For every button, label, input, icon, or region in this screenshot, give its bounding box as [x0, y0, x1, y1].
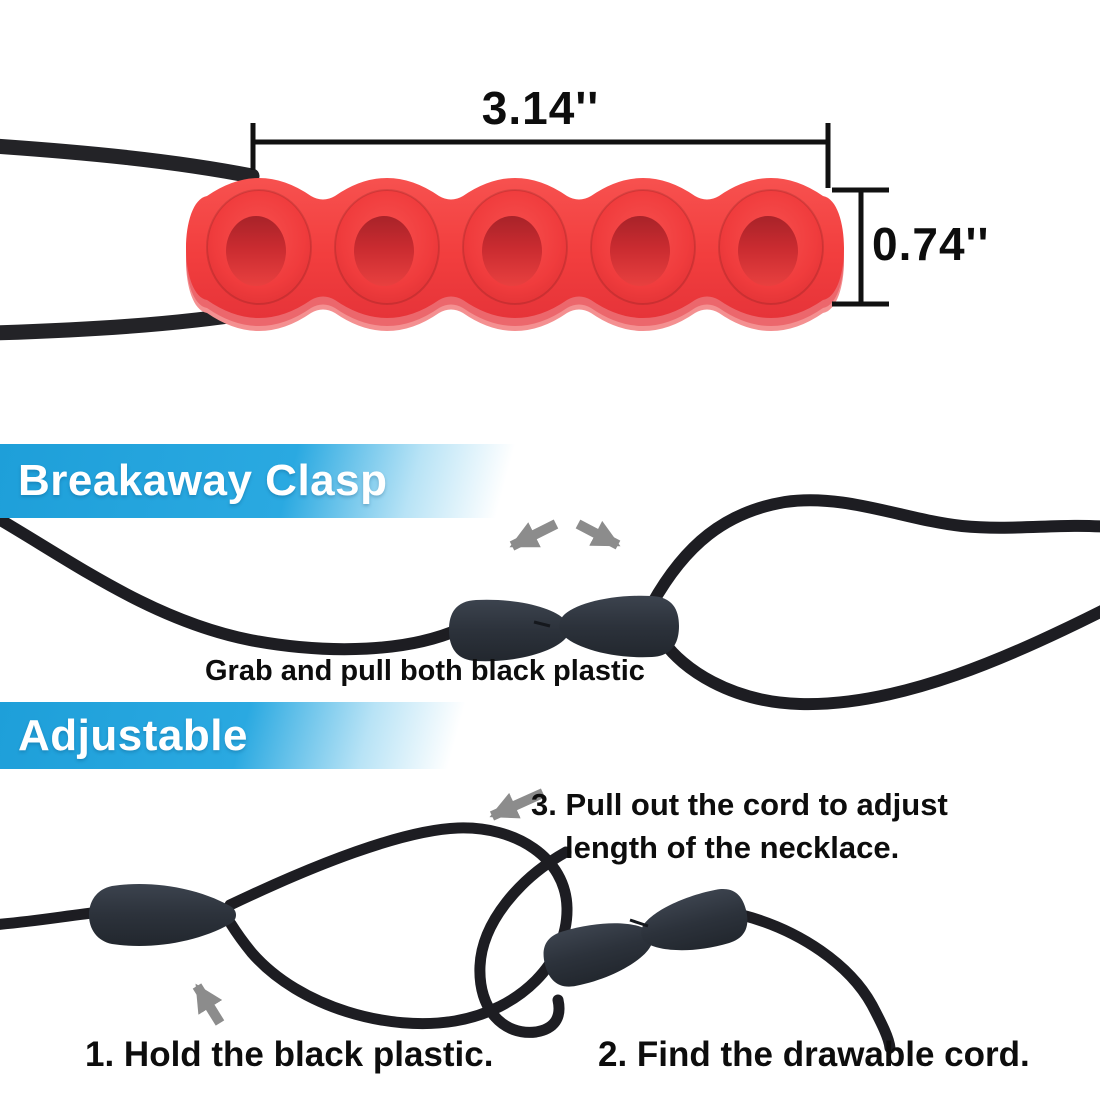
step3-arrow-icon [489, 788, 546, 821]
adjustable-figure [0, 788, 896, 1054]
pendant-studs [206, 189, 824, 305]
adjustable-cord-loop [224, 822, 573, 1030]
adjustable-banner: Adjustable [0, 702, 483, 769]
dimension-width-label: 3.14'' [481, 82, 600, 134]
step1-arrow-icon [192, 983, 225, 1026]
step3-instruction-line1: 3. Pull out the cord to adjust [531, 787, 948, 822]
breakaway-clasp-left-half [449, 599, 569, 662]
breakaway-cord-loop-bottom [658, 605, 1100, 711]
adjustable-clasp-seam [629, 918, 649, 928]
necklace-cord-top [0, 138, 260, 184]
breakaway-banner-label: Breakaway Clasp [18, 456, 388, 505]
pendant-stud [590, 189, 696, 305]
height-dimension-line [832, 187, 889, 307]
pull-apart-arrow-left-icon [509, 519, 559, 551]
breakaway-banner: Breakaway Clasp [0, 444, 523, 518]
breakaway-figure [0, 494, 1100, 711]
dimension-height-label: 0.74'' [872, 218, 990, 270]
pendant-stud [206, 189, 312, 305]
cord-tail [736, 909, 896, 1054]
pull-apart-arrow-right-icon [575, 519, 621, 550]
width-dimension-line [250, 123, 831, 188]
pendant-stud [462, 189, 568, 305]
pendant-stud [718, 189, 824, 305]
step1-caption: 1. Hold the black plastic. [85, 1035, 494, 1074]
pendant-stud [334, 189, 440, 305]
step3-instruction-line2: length of the necklace. [565, 830, 900, 865]
clasp-seam [533, 620, 551, 628]
breakaway-cord-loop-top [646, 494, 1100, 610]
adjustable-banner-label: Adjustable [18, 710, 248, 760]
drawable-cord-loop [474, 846, 572, 1038]
breakaway-caption: Grab and pull both black plastic [205, 655, 645, 687]
adjustable-cord-entry [0, 906, 108, 930]
pendant-figure [0, 123, 889, 341]
adjustable-clasp-right-half [634, 883, 753, 964]
step2-caption: 2. Find the drawable cord. [598, 1035, 1030, 1074]
breakaway-clasp-right-half [559, 595, 679, 658]
cord-lock-barrel [89, 884, 236, 946]
breakaway-cord-left [0, 512, 468, 656]
